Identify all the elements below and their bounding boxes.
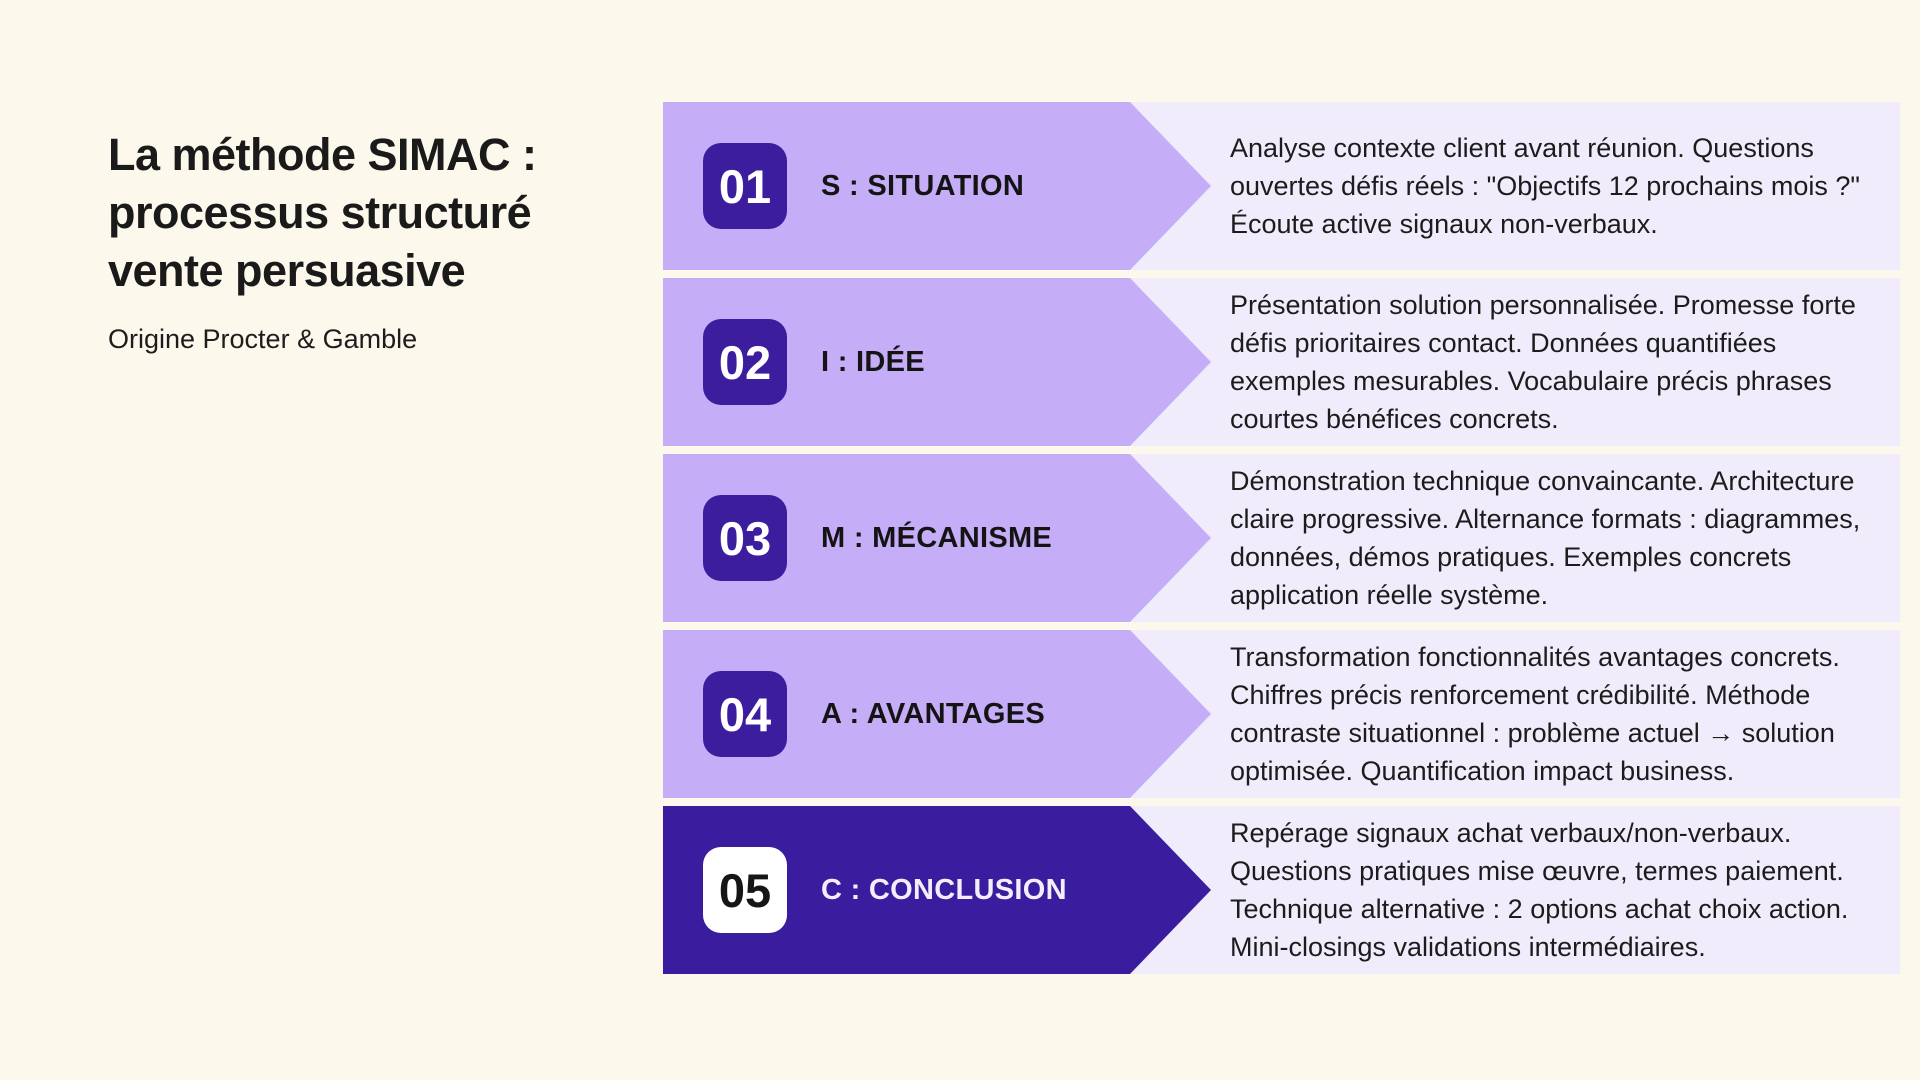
step-row-mecanisme: Démonstration technique convaincante. Ar… — [663, 454, 1900, 622]
step-arrow-banner: 01 S : SITUATION — [663, 102, 1130, 270]
step-label: A : AVANTAGES — [821, 697, 1046, 730]
page-title-line-3: vente persuasive — [108, 245, 466, 296]
step-number-badge: 05 — [703, 847, 787, 933]
step-number-badge: 03 — [703, 495, 787, 581]
step-arrow-banner: 04 A : AVANTAGES — [663, 630, 1130, 798]
step-row-idee: Présentation solution personnalisée. Pro… — [663, 278, 1900, 446]
page-title-line-1: La méthode SIMAC : — [108, 129, 537, 180]
intro-block: La méthode SIMAC : processus structuré v… — [108, 126, 588, 355]
step-description-panel: Présentation solution personnalisée. Pro… — [1130, 278, 1900, 446]
step-description: Présentation solution personnalisée. Pro… — [1230, 290, 1856, 434]
page-title-line-2: processus structuré — [108, 187, 532, 238]
step-label: S : SITUATION — [821, 169, 1025, 202]
step-description-panel: Transformation fonctionnalités avantages… — [1130, 630, 1900, 798]
step-description: Transformation fonctionnalités avantages… — [1230, 642, 1840, 786]
page-subtitle: Origine Procter & Gamble — [108, 324, 418, 354]
step-description-panel: Analyse contexte client avant réunion. Q… — [1130, 102, 1900, 270]
step-arrow-banner: 03 M : MÉCANISME — [663, 454, 1130, 622]
step-number-badge: 04 — [703, 671, 787, 757]
step-label: M : MÉCANISME — [821, 521, 1053, 554]
step-description: Analyse contexte client avant réunion. Q… — [1230, 133, 1860, 239]
step-label: C : CONCLUSION — [821, 873, 1067, 906]
simac-steps-list: Analyse contexte client avant réunion. Q… — [663, 102, 1900, 982]
step-description-panel: Démonstration technique convaincante. Ar… — [1130, 454, 1900, 622]
step-arrow-banner: 05 C : CONCLUSION — [663, 806, 1130, 974]
step-number-badge: 01 — [703, 143, 787, 229]
step-arrow-banner: 02 I : IDÉE — [663, 278, 1130, 446]
step-row-conclusion: Repérage signaux achat verbaux/non-verba… — [663, 806, 1900, 974]
step-number-badge: 02 — [703, 319, 787, 405]
page-title: La méthode SIMAC : processus structuré v… — [108, 126, 588, 300]
step-description-panel: Repérage signaux achat verbaux/non-verba… — [1130, 806, 1900, 974]
step-row-avantages: Transformation fonctionnalités avantages… — [663, 630, 1900, 798]
step-row-situation: Analyse contexte client avant réunion. Q… — [663, 102, 1900, 270]
step-description: Démonstration technique convaincante. Ar… — [1230, 466, 1861, 610]
step-label: I : IDÉE — [821, 345, 925, 378]
step-description: Repérage signaux achat verbaux/non-verba… — [1230, 818, 1849, 962]
